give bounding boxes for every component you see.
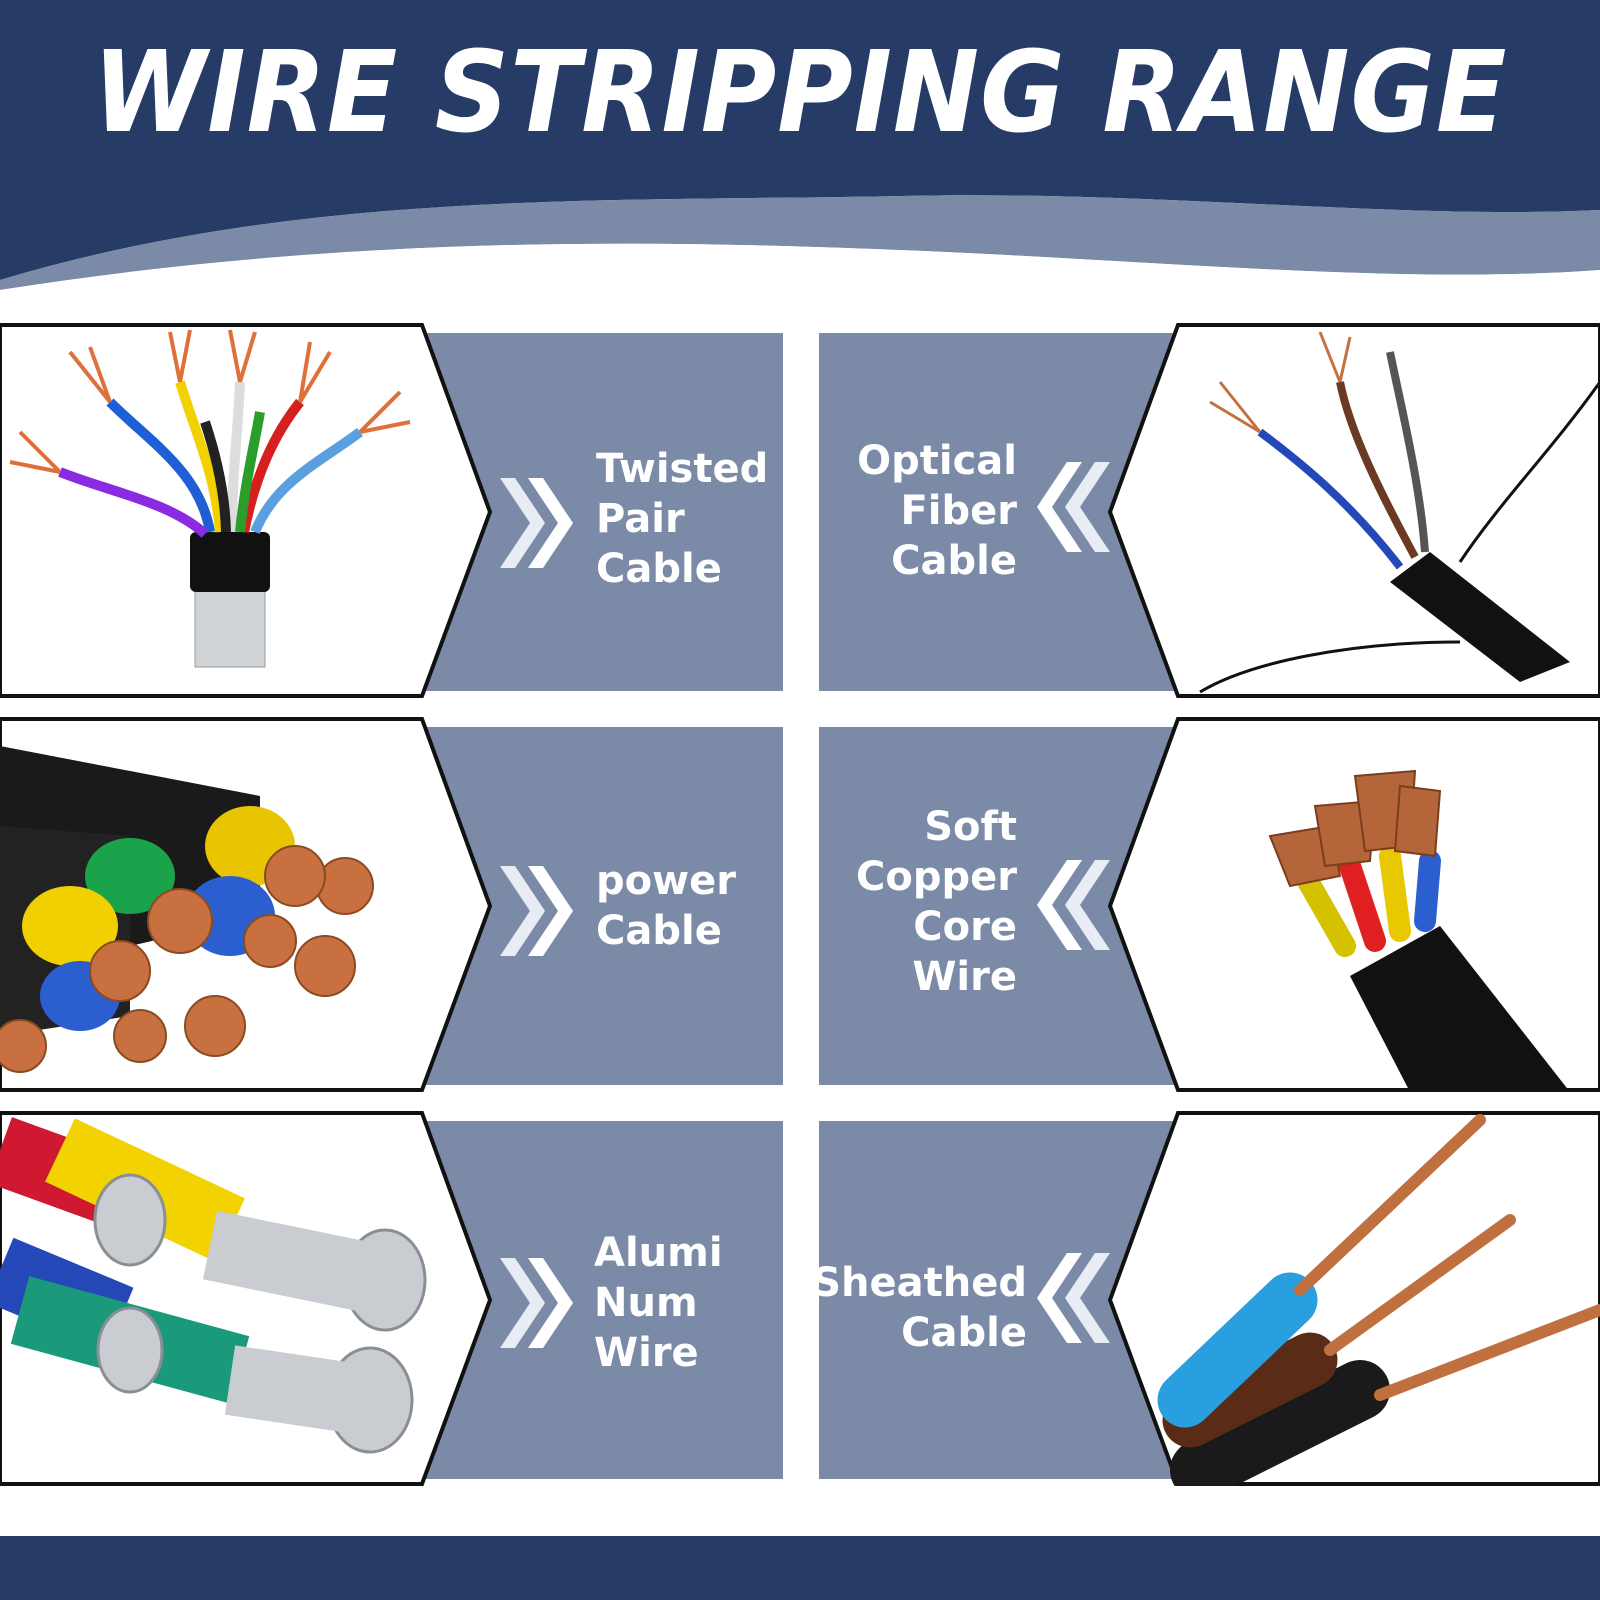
label-line: Cable bbox=[596, 546, 722, 592]
label-aluminum-wire: Alumi Num Wire bbox=[594, 1228, 723, 1378]
label-line: Wire bbox=[912, 954, 1017, 1000]
label-line: Pair bbox=[596, 496, 685, 542]
page-title: WIRE STRIPPING RANGE bbox=[92, 28, 1508, 158]
label-line: Twisted bbox=[596, 446, 769, 492]
twisted-pair-cable-photo bbox=[0, 322, 500, 698]
label-soft-copper-core-wire: Soft Copper Core Wire bbox=[856, 802, 1017, 1002]
chevron-right-icon bbox=[500, 866, 573, 956]
aluminum-wire-photo bbox=[0, 1110, 500, 1486]
label-sheathed-cable: Sheathed Cable bbox=[812, 1258, 1027, 1358]
header-banner: WIRE STRIPPING RANGE bbox=[0, 0, 1600, 300]
sheathed-cable-photo bbox=[1100, 1110, 1600, 1486]
label-line: Num bbox=[594, 1280, 698, 1326]
chevron-right-icon bbox=[500, 1258, 573, 1348]
label-line: power bbox=[596, 858, 736, 904]
chevron-right-icon bbox=[500, 478, 573, 568]
label-line: Optical bbox=[857, 438, 1017, 484]
chevron-left-icon bbox=[1037, 462, 1110, 552]
optical-fiber-cable-photo bbox=[1100, 322, 1600, 698]
label-power-cable: power Cable bbox=[596, 856, 736, 956]
label-line: Cable bbox=[596, 908, 722, 954]
soft-copper-core-wire-photo bbox=[1100, 716, 1600, 1092]
chevron-left-icon bbox=[1037, 1253, 1110, 1343]
footer-bar bbox=[0, 1536, 1600, 1600]
label-line: Core bbox=[913, 904, 1017, 950]
label-line: Copper bbox=[856, 854, 1017, 900]
label-line: Wire bbox=[594, 1330, 699, 1376]
label-line: Alumi bbox=[594, 1230, 723, 1276]
label-line: Cable bbox=[901, 1310, 1027, 1356]
label-line: Cable bbox=[891, 538, 1017, 584]
label-optical-fiber-cable: Optical Fiber Cable bbox=[857, 436, 1017, 586]
chevron-left-icon bbox=[1037, 860, 1110, 950]
label-line: Fiber bbox=[900, 488, 1017, 534]
label-twisted-pair-cable: Twisted Pair Cable bbox=[596, 444, 768, 594]
wave-background bbox=[0, 0, 1600, 300]
power-cable-photo bbox=[0, 716, 500, 1092]
label-line: Sheathed bbox=[812, 1260, 1027, 1306]
label-line: Soft bbox=[924, 804, 1017, 850]
